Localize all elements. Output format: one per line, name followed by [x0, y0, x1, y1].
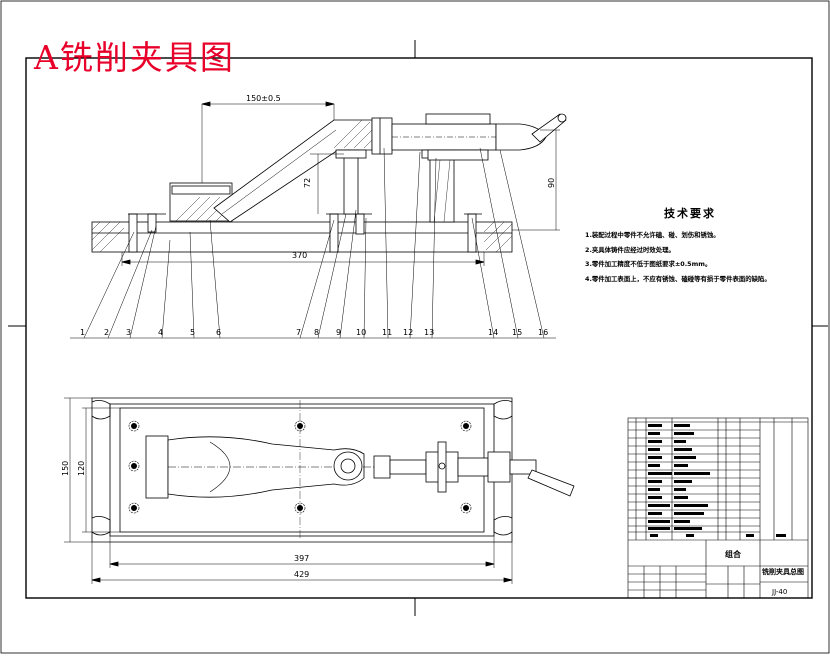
title-drawing-number: JJ-40	[771, 588, 787, 596]
dim-plan-397: 397	[294, 554, 309, 563]
balloon-11: 11	[382, 328, 392, 337]
dim-90: 90	[547, 178, 556, 188]
tech-note: 4.零件加工表面上，不应有锈蚀、磕碰等有损于零件表面的缺陷。	[585, 274, 771, 283]
plan-view	[64, 397, 575, 584]
balloon-7: 7	[296, 328, 301, 337]
balloon-10: 10	[356, 328, 366, 337]
balloon-3: 3	[126, 328, 131, 337]
dim-plan-150: 150	[61, 461, 70, 476]
title-block	[627, 417, 809, 599]
dim-72: 72	[303, 178, 312, 188]
title-material: 组合	[725, 549, 742, 559]
balloon-4: 4	[158, 328, 163, 337]
dim-plan-120: 120	[77, 461, 86, 476]
base-hatch	[91, 221, 513, 253]
balloon-12: 12	[403, 328, 413, 337]
balloon-6: 6	[216, 328, 221, 337]
dim-plan-429: 429	[294, 570, 309, 579]
balloon-5: 5	[190, 328, 195, 337]
balloon-8: 8	[314, 328, 319, 337]
red-title-stamp: A铣削夹具图	[34, 38, 235, 77]
dim-150: 150±0.5	[246, 94, 281, 103]
tech-note: 1.装配过程中零件不允许磕、碰、划伤和锈蚀。	[585, 231, 720, 239]
tech-note: 2.夹具体铸件应经过时效处理。	[585, 245, 675, 254]
tech-requirements-title: 技术要求	[664, 207, 716, 220]
balloon-16: 16	[538, 328, 548, 337]
dim-370: 370	[292, 251, 307, 260]
title-drawing-name: 铣削夹具总图	[761, 567, 804, 576]
balloon-1: 1	[80, 328, 85, 337]
bom-marks	[648, 424, 786, 537]
tech-requirements-list: 1.装配过程中零件不允许磕、碰、划伤和锈蚀。 2.夹具体铸件应经过时效处理。 3…	[585, 228, 771, 286]
inner-frame	[25, 57, 813, 599]
part-balloons: 1 2 3 4 5 6 7 8 9 10 11 12 13 14 15 16	[80, 328, 548, 337]
front-view	[70, 101, 567, 339]
balloon-13: 13	[424, 328, 434, 337]
balloon-14: 14	[488, 328, 498, 337]
tech-note: 3.零件加工精度不低于图纸要求±0.5mm。	[585, 260, 712, 268]
balloon-15: 15	[512, 328, 522, 337]
balloon-2: 2	[104, 328, 109, 337]
balloon-9: 9	[336, 328, 341, 337]
